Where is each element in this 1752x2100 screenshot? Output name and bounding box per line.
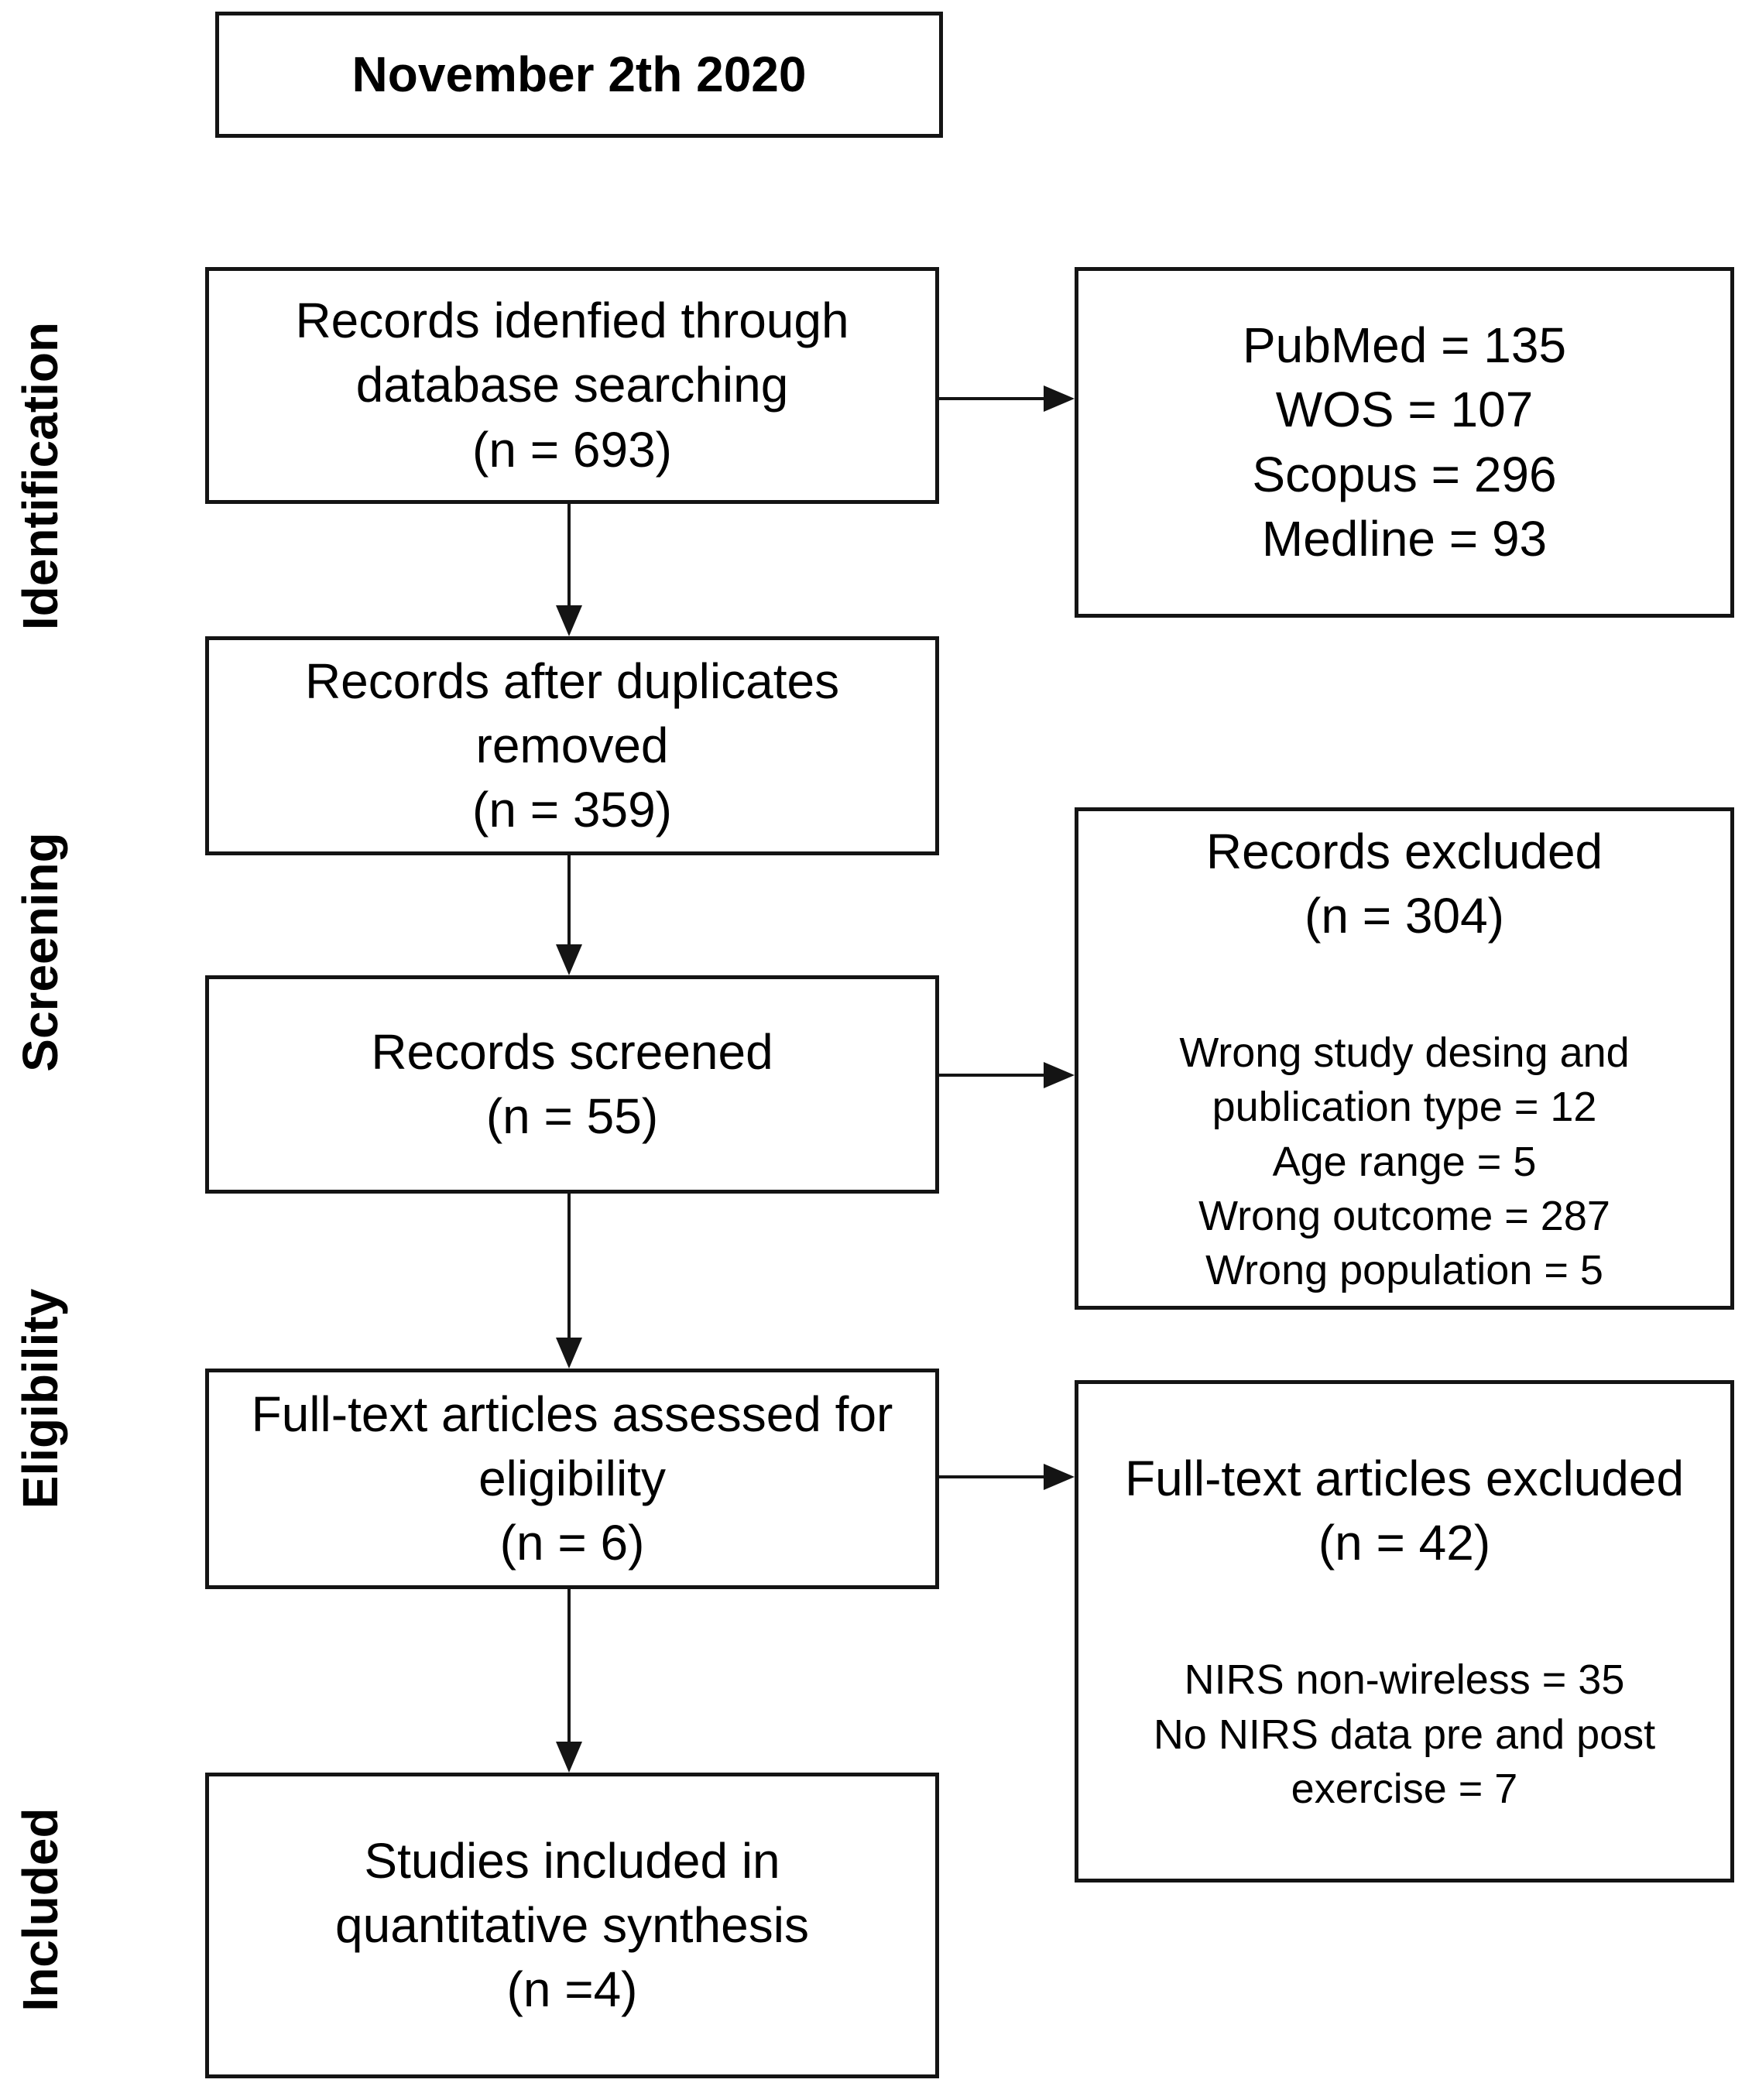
box-records-excluded-details: Wrong study desing and publication type … [1179, 1029, 1630, 1293]
stage-label-identification: Identification [12, 321, 68, 631]
arrowhead-down-icon [556, 944, 582, 975]
arrow-line [939, 397, 1045, 400]
box-records-screened: Records screened (n = 55) [205, 975, 939, 1194]
box-duplicates-removed: Records after duplicates removed (n = 35… [205, 636, 939, 855]
arrow-line [567, 1194, 571, 1339]
box-studies-included-text: Studies included in quantitative synthes… [335, 1832, 809, 2018]
date-box: November 2th 2020 [215, 12, 943, 138]
arrowhead-right-icon [1044, 1464, 1075, 1490]
box-records-identified: Records idenfied through database search… [205, 267, 939, 504]
box-fulltext-excluded-details: NIRS non-wireless = 35 No NIRS data pre … [1153, 1656, 1656, 1812]
box-fulltext-assessed: Full-text articles assessed for eligibil… [205, 1369, 939, 1589]
box-fulltext-excluded-heading: Full-text articles excluded (n = 42) [1124, 1451, 1685, 1571]
arrowhead-right-icon [1044, 385, 1075, 412]
box-studies-included: Studies included in quantitative synthes… [205, 1773, 939, 2078]
arrowhead-down-icon [556, 1742, 582, 1773]
arrowhead-down-icon [556, 605, 582, 636]
date-label: November 2th 2020 [351, 46, 807, 102]
arrow-line [939, 1475, 1045, 1478]
arrowhead-right-icon [1044, 1062, 1075, 1088]
box-fulltext-excluded: Full-text articles excluded (n = 42) NIR… [1075, 1380, 1734, 1882]
box-records-screened-text: Records screened (n = 55) [371, 1023, 773, 1144]
arrow-line [939, 1074, 1045, 1077]
arrow-line [567, 504, 571, 607]
box-records-identified-text: Records idenfied through database search… [295, 293, 849, 478]
box-fulltext-assessed-text: Full-text articles assessed for eligibil… [251, 1386, 893, 1571]
box-records-excluded-heading: Records excluded (n = 304) [1205, 823, 1603, 944]
arrow-line [567, 855, 571, 946]
stage-label-included: Included [12, 1807, 68, 2012]
box-database-counts-text: PubMed = 135 WOS = 107 Scopus = 296 Medl… [1242, 317, 1567, 567]
box-duplicates-removed-text: Records after duplicates removed (n = 35… [304, 653, 840, 838]
box-database-counts: PubMed = 135 WOS = 107 Scopus = 296 Medl… [1075, 267, 1734, 618]
arrow-line [567, 1589, 571, 1743]
stage-label-eligibility: Eligibility [12, 1288, 68, 1509]
box-records-excluded: Records excluded (n = 304) Wrong study d… [1075, 807, 1734, 1310]
arrowhead-down-icon [556, 1338, 582, 1369]
